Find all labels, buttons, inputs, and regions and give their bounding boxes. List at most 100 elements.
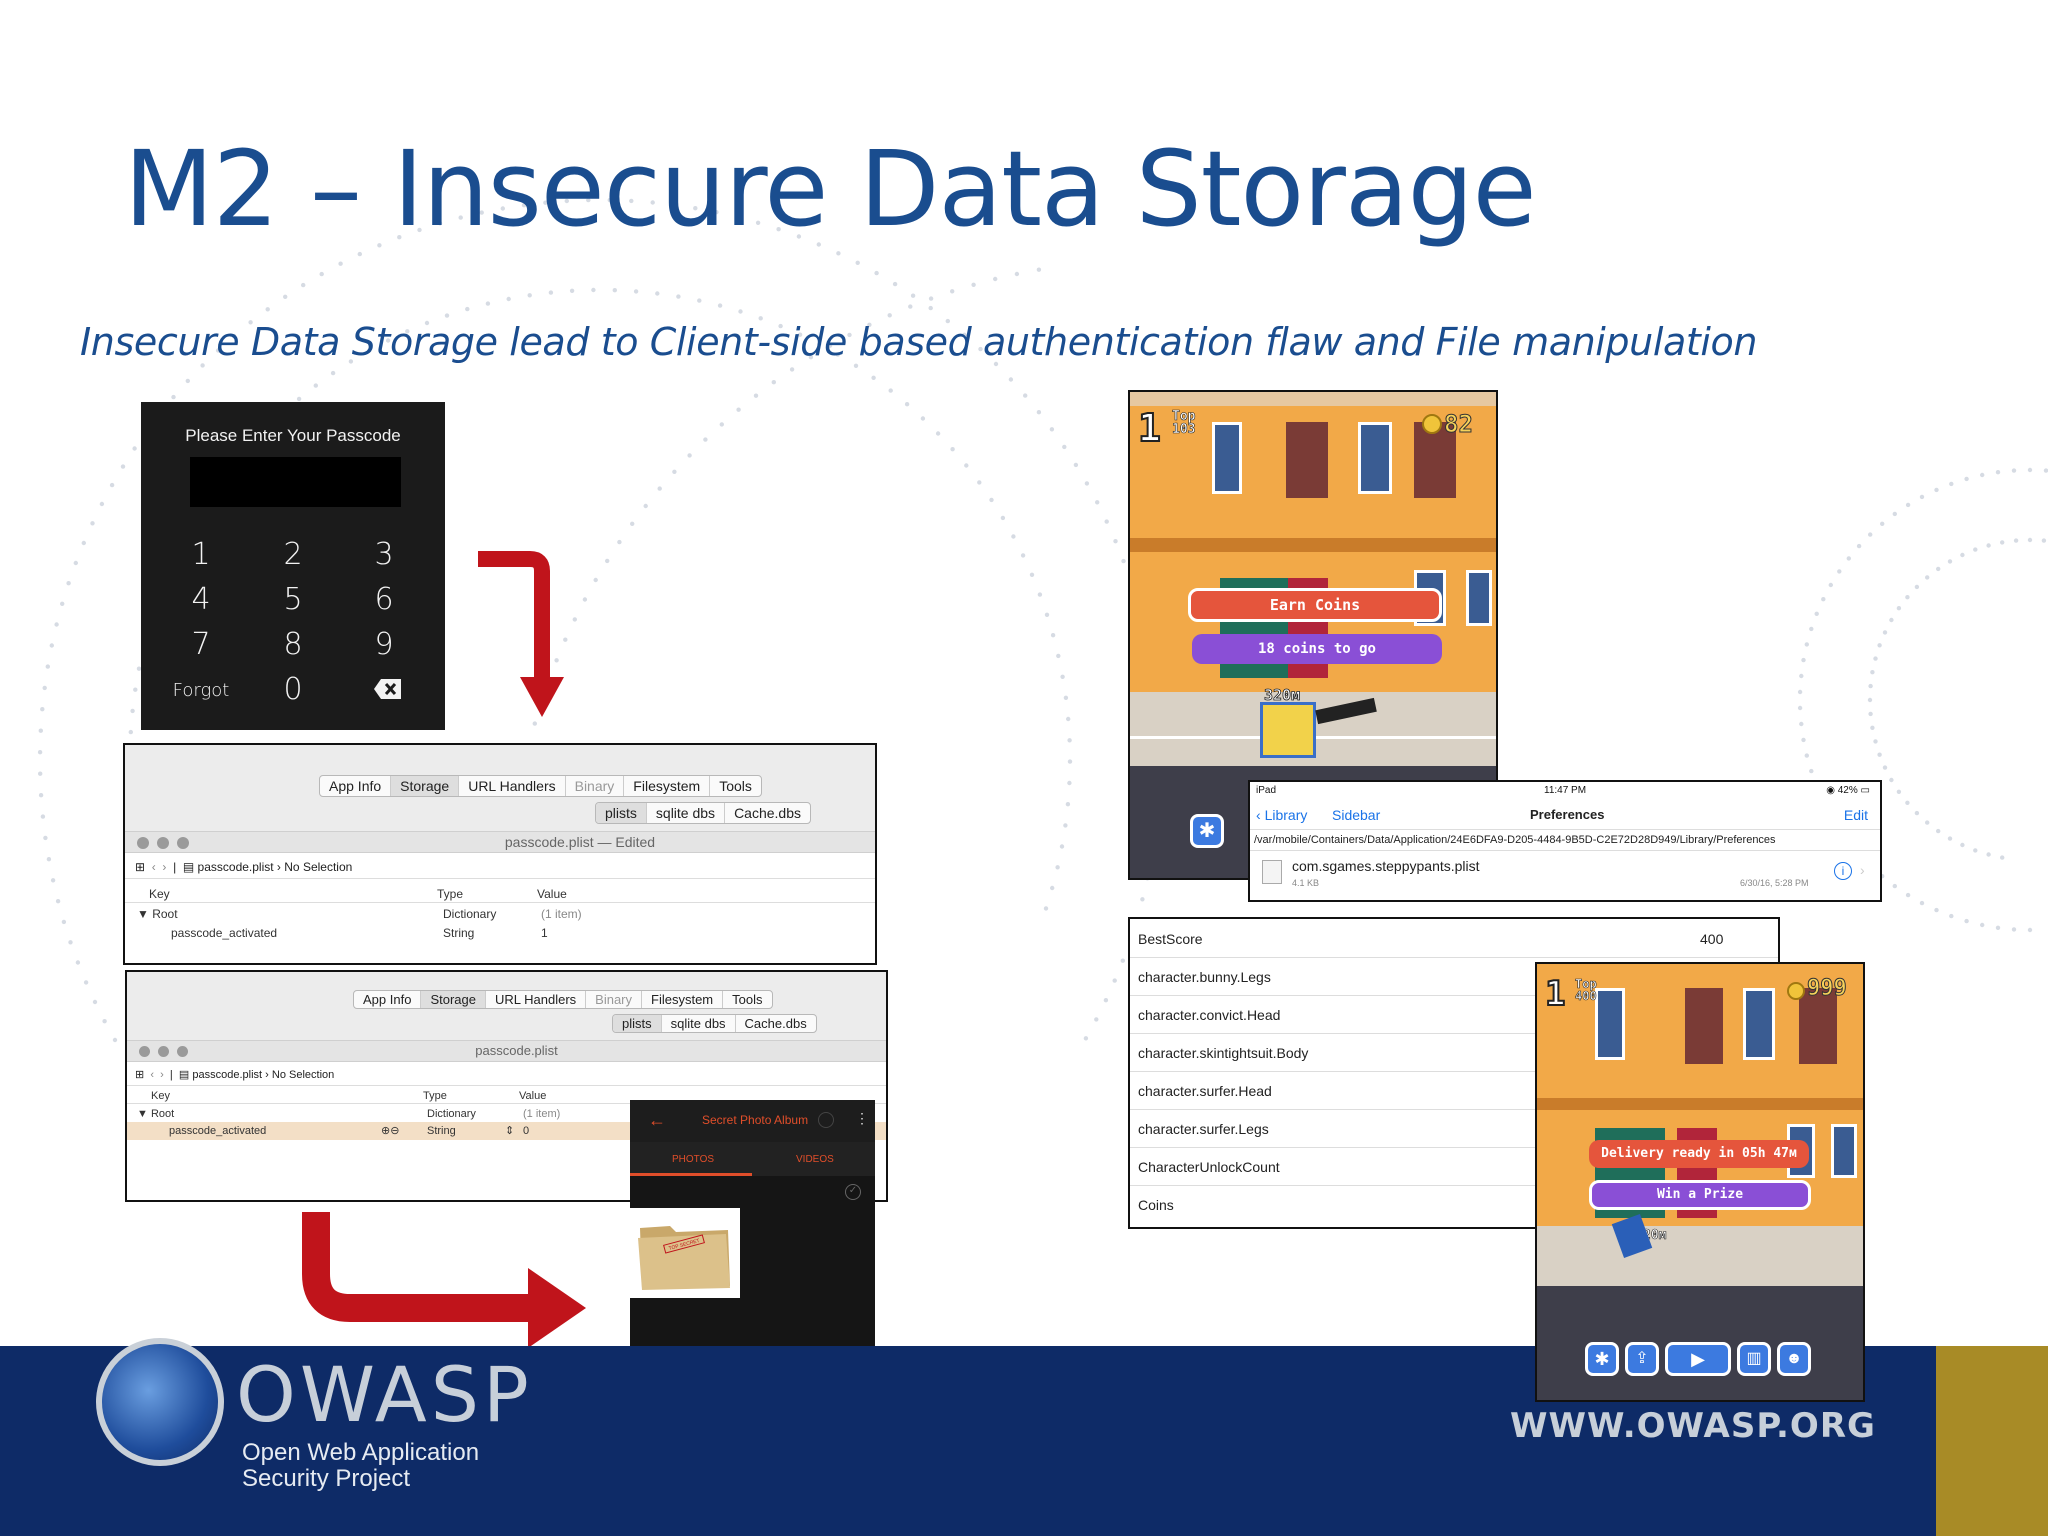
pref-key[interactable]: Coins <box>1138 1197 1174 1213</box>
key-2[interactable]: 2 <box>283 537 303 572</box>
grid-icon[interactable]: ⊞ <box>135 1069 145 1081</box>
rank-block: Top 400 <box>1575 978 1597 1003</box>
background-dot <box>128 729 133 735</box>
key-3[interactable]: 3 <box>374 537 394 572</box>
edit-button[interactable]: Edit <box>1843 807 1868 823</box>
minimize-light-icon[interactable] <box>157 837 169 849</box>
play-button-icon[interactable]: ▶ <box>1665 1342 1731 1376</box>
background-dot <box>1120 958 1126 963</box>
tab-photos[interactable]: PHOTOS <box>672 1154 715 1165</box>
sidebar-button[interactable]: Sidebar <box>1332 807 1381 823</box>
share-icon[interactable]: ⇪ <box>1625 1342 1659 1376</box>
table-row[interactable]: ▼ Root Dictionary (1 item) <box>127 1106 886 1122</box>
subtab-plists[interactable]: plists <box>613 1015 662 1032</box>
forgot-button[interactable]: Forgot <box>172 680 230 701</box>
breadcrumb-file[interactable]: passcode.plist <box>197 860 274 874</box>
back-icon[interactable]: ‹ <box>151 860 156 874</box>
key-9[interactable]: 9 <box>374 627 394 662</box>
add-remove-icon[interactable]: ⊕⊖ <box>381 1125 400 1137</box>
key-1[interactable]: 1 <box>191 537 211 572</box>
tab-binary[interactable]: Binary <box>566 776 625 796</box>
tab-tools[interactable]: Tools <box>732 992 763 1007</box>
subtab-plists[interactable]: plists <box>596 803 647 823</box>
key-6[interactable]: 6 <box>374 582 394 617</box>
tab-storage[interactable]: Storage <box>391 776 460 796</box>
grid-icon[interactable]: ⊞ <box>135 860 146 874</box>
table-row[interactable]: ▼ Root Dictionary (1 item) <box>125 907 875 925</box>
tab-indicator <box>630 1173 752 1176</box>
tab-app-info[interactable]: App Info <box>320 776 392 796</box>
pref-key[interactable]: BestScore <box>1138 931 1203 947</box>
more-icon[interactable]: ⋮ <box>855 1110 869 1126</box>
earn-coins-button[interactable]: Earn Coins <box>1188 588 1442 622</box>
owasp-url-link[interactable]: WWW.OWASP.ORG <box>1510 1406 1876 1446</box>
coin-icon <box>1787 982 1805 1000</box>
subtab-cachedbs[interactable]: Cache.dbs <box>734 805 801 821</box>
col-value[interactable]: Value <box>519 1090 547 1102</box>
background-dot <box>120 464 126 469</box>
tab-binary[interactable]: Binary <box>586 991 643 1008</box>
photo-thumbnail[interactable]: TOP SECRET <box>630 1208 740 1298</box>
tab-url-handlers[interactable]: URL Handlers <box>459 776 566 796</box>
type-stepper-icon[interactable]: ⇕ <box>505 1125 515 1137</box>
tab-app-info[interactable]: App Info <box>354 991 422 1008</box>
tab-filesystem[interactable]: Filesystem <box>642 991 724 1008</box>
win-prize-button[interactable]: Win a Prize <box>1589 1180 1811 1210</box>
col-key[interactable]: Key <box>151 1090 170 1102</box>
background-dot <box>717 303 723 308</box>
tab-url-handlers[interactable]: URL Handlers <box>486 991 587 1008</box>
character-icon[interactable]: ☻ <box>1777 1342 1811 1376</box>
zoom-light-icon[interactable] <box>177 837 189 849</box>
pref-key[interactable]: character.surfer.Legs <box>1138 1121 1269 1137</box>
pref-key[interactable]: character.bunny.Legs <box>1138 969 1271 985</box>
close-light-icon[interactable] <box>139 1046 150 1057</box>
close-light-icon[interactable] <box>137 837 149 849</box>
pref-value[interactable]: 400 <box>1700 931 1724 947</box>
background-dot <box>1000 515 1006 521</box>
back-arrow-icon[interactable]: ← <box>648 1110 666 1130</box>
pref-key[interactable]: CharacterUnlockCount <box>1138 1159 1280 1175</box>
key-5[interactable]: 5 <box>283 582 303 617</box>
key-7[interactable]: 7 <box>191 627 211 662</box>
back-icon[interactable]: ‹ <box>150 1069 155 1081</box>
pref-key[interactable]: character.skintightsuit.Body <box>1138 1045 1309 1061</box>
col-type[interactable]: Type <box>437 887 464 901</box>
timer-icon[interactable] <box>818 1112 834 1128</box>
file-row[interactable]: com.sgames.steppypants.plist 4.1 KB 6/30… <box>1250 852 1880 898</box>
tab-storage[interactable]: Storage <box>421 991 486 1008</box>
subtab-sqlite[interactable]: sqlite dbs <box>662 1015 736 1032</box>
key-8[interactable]: 8 <box>283 627 303 662</box>
background-dot <box>569 288 575 293</box>
pref-key[interactable]: character.surfer.Head <box>1138 1083 1272 1099</box>
subtab-cachedbs[interactable]: Cache.dbs <box>744 1016 807 1031</box>
key-0[interactable]: 0 <box>283 672 303 707</box>
check-icon[interactable]: ✓ <box>845 1184 861 1200</box>
info-icon[interactable]: i <box>1834 862 1852 880</box>
background-dot <box>1797 689 1803 695</box>
leaderboard-icon[interactable]: ▥ <box>1737 1342 1771 1376</box>
key-4[interactable]: 4 <box>191 582 211 617</box>
settings-gear-icon[interactable]: ✱ <box>1585 1342 1619 1376</box>
forward-icon[interactable]: › <box>162 860 167 874</box>
forward-icon[interactable]: › <box>160 1069 164 1081</box>
background-dot <box>1949 913 1954 919</box>
breadcrumb: ⊞ ‹ › | ▤ passcode.plist › No Selection <box>125 855 875 879</box>
tab-filesystem[interactable]: Filesystem <box>624 776 711 796</box>
table-row[interactable]: passcode_activated String 1 <box>125 926 875 944</box>
col-key[interactable]: Key <box>149 887 170 901</box>
background-dot <box>1063 823 1068 828</box>
backspace-icon[interactable] <box>373 677 403 701</box>
zoom-light-icon[interactable] <box>177 1046 188 1057</box>
row-value[interactable]: 0 <box>523 1125 530 1137</box>
subtab-sqlite[interactable]: sqlite dbs <box>647 803 726 823</box>
col-type[interactable]: Type <box>423 1090 447 1102</box>
breadcrumb-file[interactable]: passcode.plist <box>192 1069 263 1081</box>
passcode-field[interactable] <box>190 457 401 507</box>
tab-videos[interactable]: VIDEOS <box>796 1154 834 1165</box>
tab-tools[interactable]: Tools <box>719 778 752 794</box>
minimize-light-icon[interactable] <box>158 1046 169 1057</box>
col-value[interactable]: Value <box>537 887 567 901</box>
settings-gear-icon[interactable]: ✱ <box>1190 814 1224 848</box>
pref-key[interactable]: character.convict.Head <box>1138 1007 1281 1023</box>
back-button[interactable]: ‹ Library <box>1256 807 1308 823</box>
